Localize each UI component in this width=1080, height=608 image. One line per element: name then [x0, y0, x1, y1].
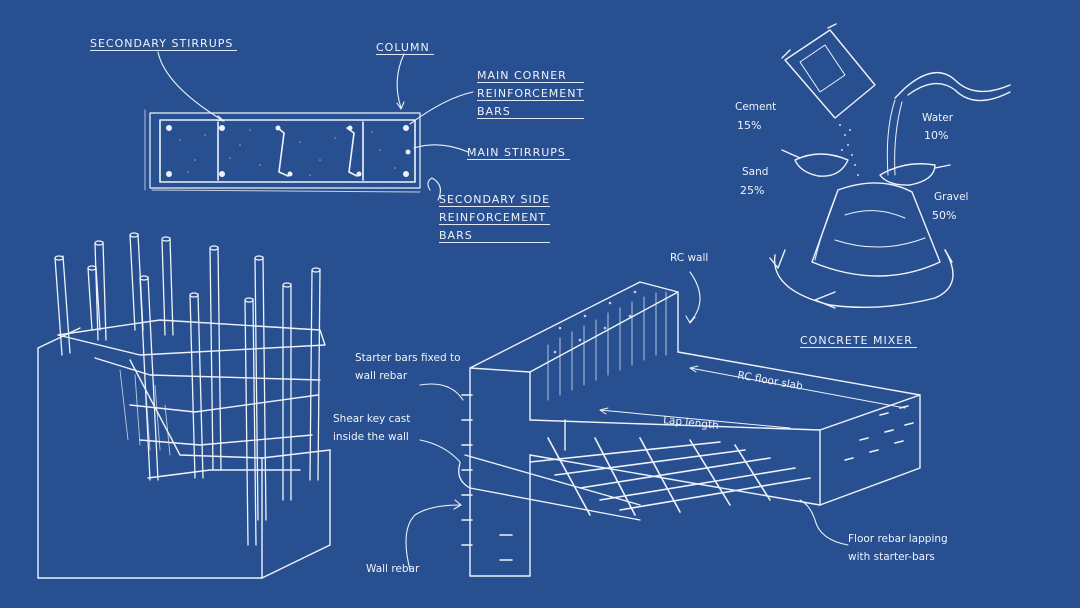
label-secondary-side-line2: REINFORCEMENT: [439, 212, 551, 225]
label-main-stirrups: MAIN STIRRUPS: [467, 147, 570, 160]
label-starter-bars-line1: Starter bars fixed to: [355, 352, 461, 364]
label-column: COLUMN: [376, 42, 434, 55]
label-rc-wall: RC wall: [670, 252, 709, 264]
label-starter-bars-line2: wall rebar: [355, 369, 408, 382]
label-sand: Sand: [742, 166, 769, 178]
label-shear-key: Shear key cast inside the wall: [333, 411, 410, 447]
label-main-corner-line2: REINFORCEMENT: [477, 87, 585, 101]
corner-bars: [166, 125, 411, 177]
label-main-corner-bars: MAIN CORNER REINFORCEMENT BARS: [477, 70, 585, 119]
label-cement: Cement: [735, 101, 777, 113]
label-cement-pct: 15%: [737, 119, 762, 132]
label-concrete-mixer: CONCRETE MIXER: [800, 335, 917, 348]
label-gravel-pct: 50%: [932, 209, 957, 222]
cement-stream: [839, 124, 859, 176]
label-main-corner-line3: BARS: [477, 106, 585, 119]
wall-rebar-ends: [553, 290, 637, 354]
concrete-mixer-sketch: [769, 23, 1011, 309]
label-water-pct: 10%: [924, 129, 949, 142]
concrete-speckle: [179, 129, 396, 176]
label-secondary-stirrups: SECONDARY STIRRUPS: [90, 38, 238, 51]
label-sand-pct: 25%: [740, 184, 765, 197]
label-secondary-side-bars: SECONDARY SIDE REINFORCEMENT BARS: [439, 193, 551, 243]
label-shear-key-line1: Shear key cast: [333, 413, 411, 425]
wall-slab-junction: [405, 271, 921, 577]
label-secondary-side-line1: SECONDARY SIDE: [439, 193, 551, 207]
label-main-corner-line1: MAIN CORNER: [477, 70, 585, 83]
label-shear-key-line2: inside the wall: [333, 430, 409, 443]
column-cross-section: [144, 51, 474, 201]
column-rebar-cage: [37, 232, 331, 579]
label-floor-rebar-line1: Floor rebar lapping: [848, 533, 948, 545]
label-gravel: Gravel: [934, 191, 969, 203]
label-starter-bars: Starter bars fixed to wall rebar: [355, 350, 461, 386]
label-water: Water: [922, 112, 954, 124]
label-floor-rebar: Floor rebar lapping with starter-bars: [848, 531, 948, 567]
label-secondary-side-line3: BARS: [439, 230, 551, 243]
label-floor-rebar-line2: with starter-bars: [848, 550, 935, 563]
label-wall-rebar: Wall rebar: [366, 563, 420, 575]
